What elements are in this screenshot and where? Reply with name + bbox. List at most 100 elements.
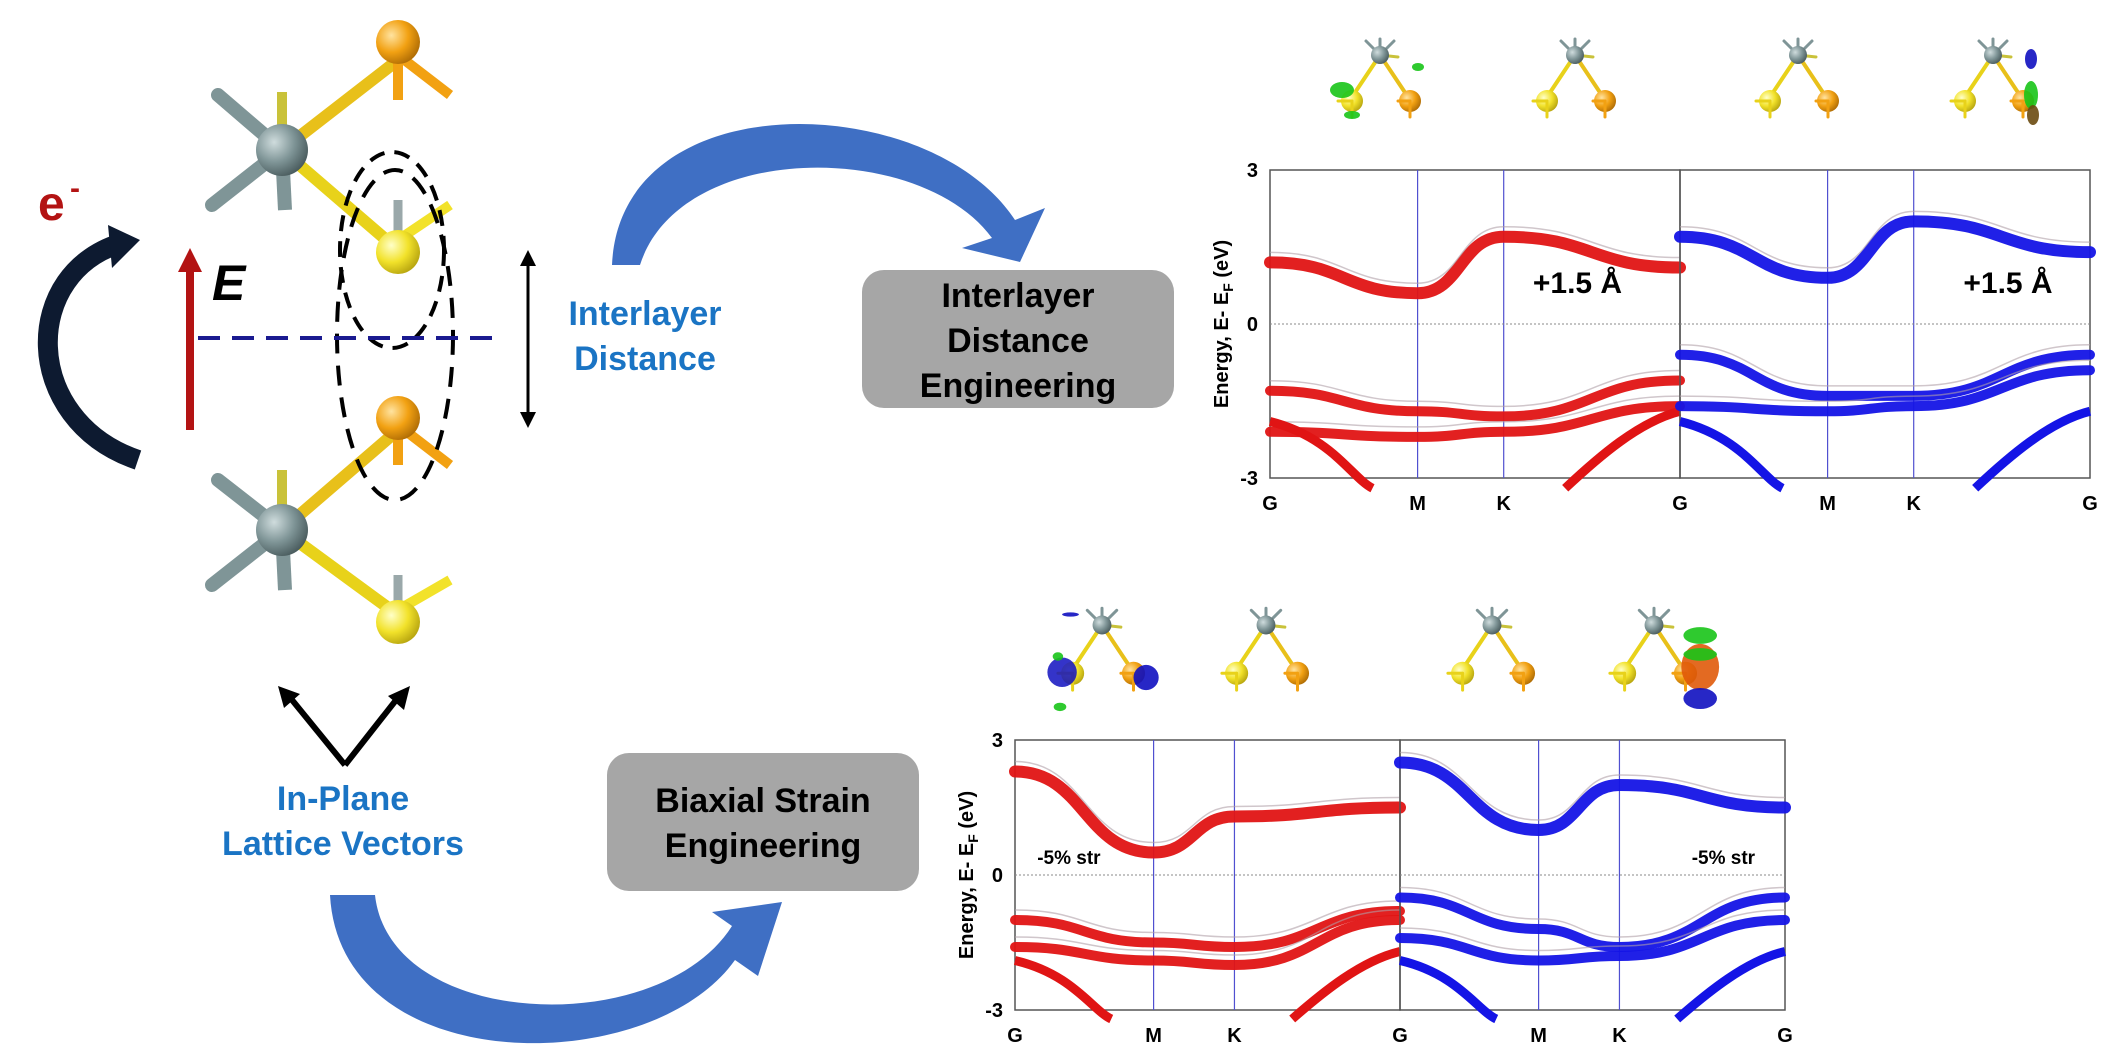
band-line [1675,349,2095,401]
orbital-lobe [2024,81,2038,109]
electric-field-arrow [178,248,202,430]
k-point-label: M [1819,493,1836,515]
band-line [1009,765,1406,859]
k-point-label: G [1262,493,1278,515]
interlayer-engineering-box: Interlayer Distance Engineering [862,270,1174,408]
band-ghost-line [1399,909,1786,952]
band-line [1398,956,1499,1024]
band-line [1395,915,1790,966]
panel-annotation: -5% str [1692,848,1756,869]
band-ghost-line [1269,395,1681,428]
box-line-2: Distance [947,322,1089,360]
electron-symbol: e [38,178,65,231]
sulfur-atom-top [376,396,420,440]
band-ghost-line [1679,344,2091,387]
molecule-icon [1047,606,1159,712]
k-point-label: G [1007,1025,1023,1047]
k-point-label: M [1409,493,1426,515]
lower-layer [205,396,454,644]
panel-annotation: +1.5 Å [1963,267,2052,300]
molecule-icon [1754,37,1839,119]
orbital-structures-top [1330,37,2039,125]
band-line [1674,215,2096,284]
interlayer-label-2: Distance [574,340,716,378]
band-line [1264,230,1686,300]
sulfur-atom-bottom [376,600,420,644]
orbital-lobe [1330,82,1354,98]
band-line [1013,956,1114,1024]
y-tick-label: 3 [1247,160,1258,182]
band-line [1394,756,1791,837]
band-ghost-line [1014,760,1401,844]
band-ghost-line [1269,225,1681,284]
sulfur-atom-bottom [376,230,420,274]
bilayer-structure [198,20,536,644]
band-line [1678,417,1785,493]
orbital-lobe [1683,627,1717,644]
band-line [1265,375,1685,422]
band-ghost-line [1399,751,1786,821]
k-point-label: K [1906,493,1921,515]
orbital-lobe [1047,657,1077,687]
metal-atom [256,504,308,556]
band-line [1395,892,1790,953]
biaxial-engineering-box: Biaxial Strain Engineering [607,753,919,891]
dashed-ellipse-large [335,168,455,502]
y-tick-label: -3 [985,1000,1003,1022]
k-point-label: M [1145,1025,1162,1047]
metal-atom [256,124,308,176]
molecule-icon [1330,37,1424,119]
band-line [1562,406,1682,492]
inplane-label-1: In-Plane [277,780,409,818]
field-symbol: E [212,255,247,311]
orbital-lobe [1052,652,1064,661]
panel-annotation: +1.5 Å [1533,267,1622,300]
band-ghost-line [1014,909,1401,956]
band-line [1674,947,1787,1023]
y-tick-label: -3 [1240,468,1258,490]
band-line [1972,406,2092,492]
box-line-1: Biaxial Strain [655,782,870,820]
orbital-lobe [1062,612,1079,617]
inplane-label-2: Lattice Vectors [222,825,464,863]
orbital-lobe [2027,105,2039,125]
y-axis-label: Energy, E- EF (eV) [1211,240,1236,408]
electron-superscript: - [70,172,80,205]
curved-arrow-bottom-icon [330,895,782,1044]
box-line-3: Engineering [920,367,1116,405]
k-point-label: K [1496,493,1511,515]
band-ghost-line [1399,886,1786,938]
molecule-icon [1949,37,2039,125]
orbital-lobe [1683,648,1717,661]
k-point-label: G [1777,1025,1793,1047]
band-line [1265,401,1685,442]
band-line [1675,365,2095,417]
curved-arrow-icon [37,232,142,470]
band-ghost-line [1679,359,2091,403]
orbital-lobe [1683,688,1717,709]
molecule-icon [1446,606,1536,692]
band-ghost-line [1679,210,2091,269]
k-point-label: K [1612,1025,1627,1047]
band-line [1010,906,1405,953]
panel-annotation: -5% str [1037,848,1101,869]
band-panel-up: G M K G +1.5 Å [1262,169,1688,515]
interlayer-label-1: Interlayer [568,295,721,333]
sulfur-atom-top [376,20,420,64]
molecule-icon [1531,37,1616,119]
electron-arrow [37,225,142,470]
y-tick-label: 0 [1247,314,1258,336]
y-axis-label: Energy, E- EF (eV) [956,791,981,959]
y-tick-label: 0 [992,865,1003,887]
band-line [1289,947,1402,1023]
k-point-label: G [2082,493,2098,515]
molecule-icon [1220,606,1310,692]
k-point-label: K [1227,1025,1242,1047]
curved-arrow-top-icon [612,124,1045,265]
upper-layer [205,20,454,274]
k-point-label: G [1672,493,1688,515]
